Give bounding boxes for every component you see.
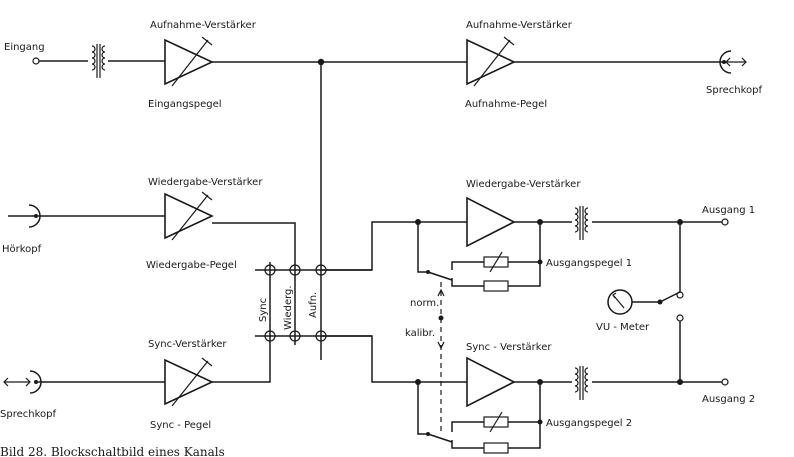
input-transformer-icon	[91, 44, 106, 78]
input-terminal-icon	[32, 57, 40, 65]
output-transformer-1-icon	[574, 206, 589, 240]
output-2-label: Ausgang 2	[702, 394, 755, 405]
fixed-resistor-icon	[483, 280, 509, 292]
playback-amplifier-right: Wiedergabe-Verstärker	[466, 179, 581, 248]
switch-contact-icon	[659, 291, 681, 303]
switch-label-wiederg: Wiederg.	[283, 285, 294, 330]
recording-amplifier-1: Aufnahme-Verstärker Eingangspegel	[148, 20, 257, 110]
amplifier-title: Sync-Verstärker	[148, 339, 227, 350]
playback-head-icon	[8, 204, 41, 228]
amplifier-title: Aufnahme-Verstärker	[150, 20, 257, 31]
amplifier-triangle-icon	[164, 38, 214, 86]
output-1-label: Ausgang 1	[702, 205, 755, 216]
amplifier-title: Aufnahme-Verstärker	[466, 20, 573, 31]
input-section: Eingang	[4, 42, 165, 78]
amplifier-title: Wiedergabe-Verstärker	[466, 179, 581, 190]
sync-amplifier-right: Sync - Verstärker	[466, 342, 552, 408]
playback-amplifier-left: Wiedergabe-Verstärker Wiedergabe-Pegel	[146, 177, 263, 271]
output-level-network-2: Ausgangspegel 2	[417, 382, 632, 454]
switch-label-sync: Sync	[258, 298, 269, 322]
amplifier-triangle-icon	[466, 196, 516, 248]
norm-label: norm.	[410, 298, 439, 309]
amplifier-title: Wiedergabe-Verstärker	[148, 177, 263, 188]
crosspoint-icon	[289, 330, 301, 342]
crosspoint-icon	[264, 330, 276, 342]
output-level-label: Ausgangspegel 2	[546, 418, 632, 429]
amplifier-triangle-icon	[164, 192, 214, 240]
level-label: Aufnahme-Pegel	[465, 99, 547, 110]
output-transformer-2-icon	[574, 366, 589, 400]
switch-matrix: Sync Wiederg. Aufn.	[255, 62, 372, 360]
level-label: Wiedergabe-Pegel	[146, 260, 237, 271]
vu-meter-label: VU - Meter	[596, 322, 650, 333]
input-label: Eingang	[4, 42, 45, 53]
fixed-resistor-icon	[483, 442, 509, 454]
switch-label-aufn: Aufn.	[308, 292, 319, 318]
switch-contact-icon	[427, 433, 453, 443]
output-2-terminal-icon	[721, 378, 729, 386]
record-head-top-icon	[719, 50, 747, 74]
playback-head-label: Hörkopf	[2, 244, 42, 255]
amplifier-triangle-icon	[164, 358, 214, 406]
crosspoint-icon	[264, 264, 276, 276]
level-label: Sync - Pegel	[150, 420, 211, 431]
level-label: Eingangspegel	[148, 99, 222, 110]
output-level-network-1: Ausgangspegel 1	[417, 222, 632, 292]
vu-meter-switch	[632, 222, 684, 382]
amplifier-triangle-icon	[466, 356, 516, 408]
output-level-label: Ausgangspegel 1	[546, 258, 632, 269]
switch-contact-icon	[427, 271, 453, 281]
record-head-bottom-icon	[3, 370, 42, 394]
sync-amplifier-left: Sync-Verstärker Sync - Pegel	[148, 339, 227, 431]
output-1-terminal-icon	[721, 218, 729, 226]
vu-meter-icon	[607, 289, 633, 315]
figure-caption: Bild 28. Blockschaltbild eines Kanals	[0, 445, 225, 457]
record-head-bottom-label: Sprechkopf	[0, 409, 56, 420]
record-head-top-label: Sprechkopf	[706, 85, 762, 96]
amplifier-triangle-icon	[466, 38, 516, 86]
crosspoint-icon	[289, 264, 301, 276]
amplifier-title: Sync - Verstärker	[466, 342, 552, 353]
recording-amplifier-2: Aufnahme-Verstärker Aufnahme-Pegel	[465, 20, 573, 110]
kalibr-label: kalibr.	[405, 328, 435, 339]
